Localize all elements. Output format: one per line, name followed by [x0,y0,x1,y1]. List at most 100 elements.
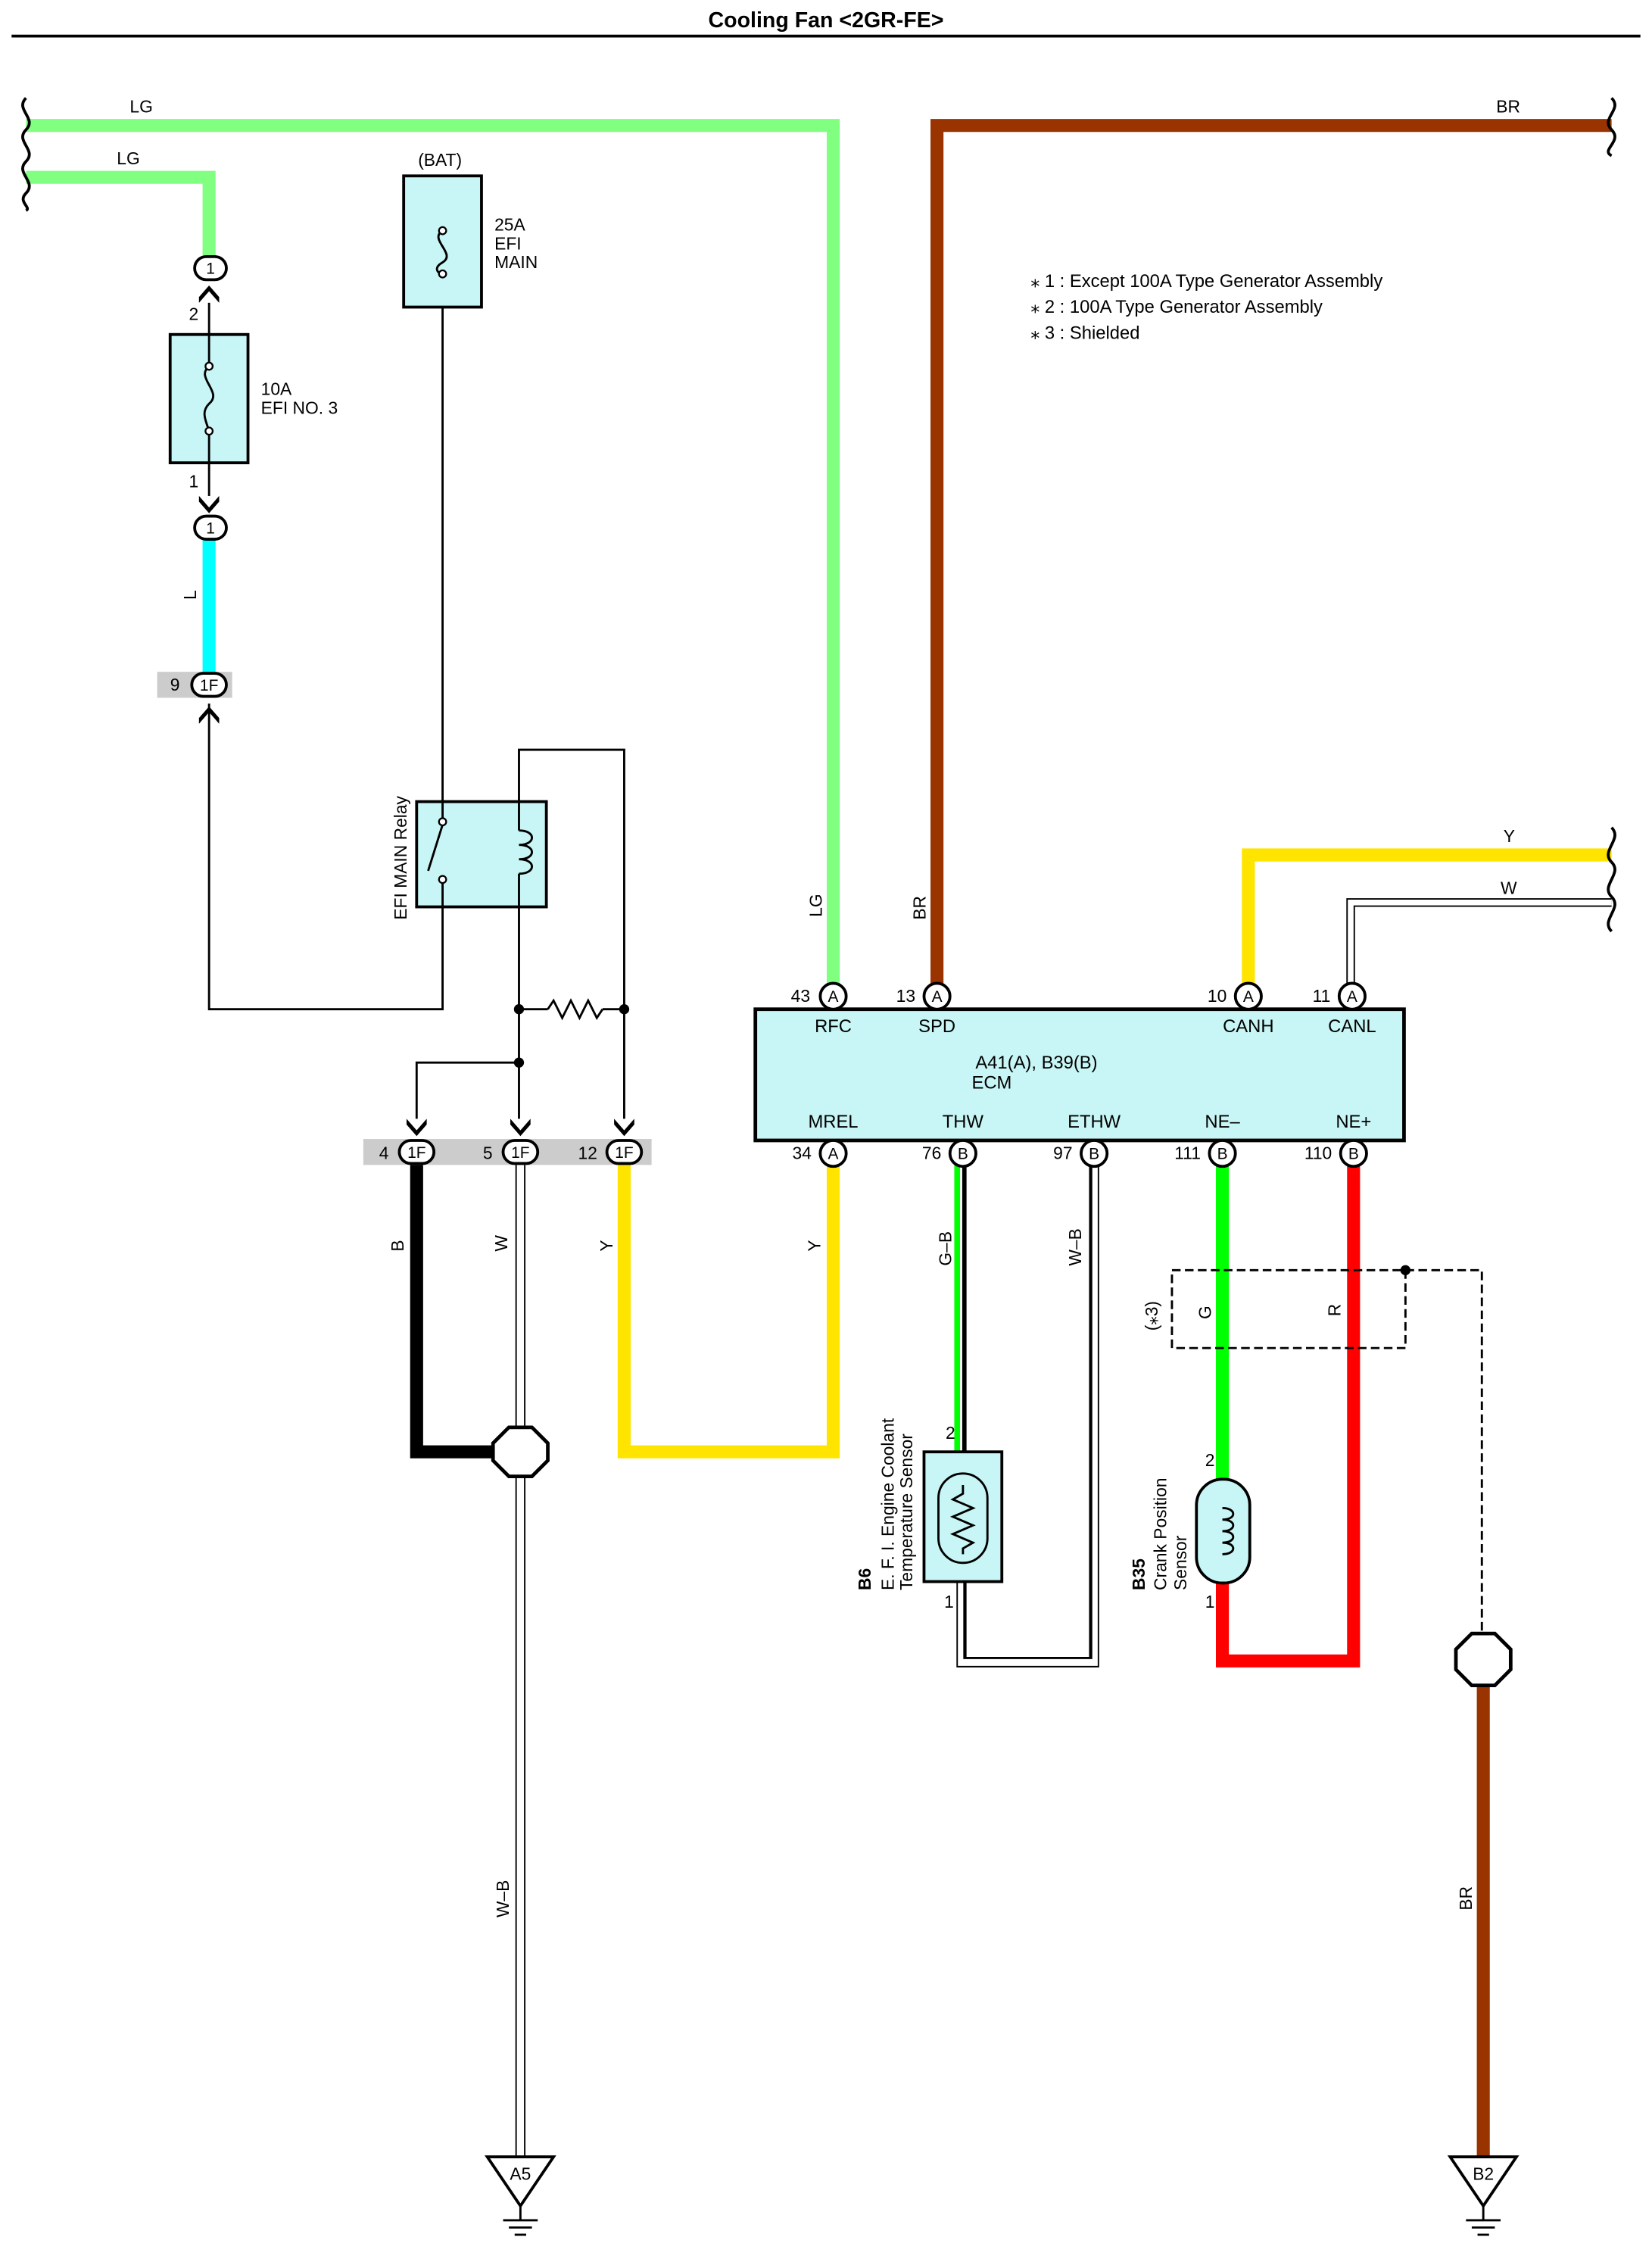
ecm-pin-thw-label: THW [943,1112,984,1132]
ecm-pin-mrel: MREL 34 A [793,1112,859,1168]
sensor-b6-name-1: E. F. I. Engine Coolant [877,1418,897,1590]
wire-label-w-right: W [1501,878,1517,897]
ecm-pin-canh-conn: A [1243,988,1254,1006]
wire-gb: G–B [936,1165,967,1452]
wire-label-lg-second: LG [117,148,139,168]
ecm-pin-ethw-num: 97 [1053,1143,1072,1163]
ecm-pin-canh-num: 10 [1208,986,1227,1006]
wire-label-b: B [388,1240,407,1251]
sensor-b35-pin-top: 2 [1205,1450,1215,1470]
wire-label-y-lower-left: Y [597,1240,616,1251]
fuse-efi-main: (BAT) 25A EFI MAIN [402,150,538,309]
ecm-pin-rfc: 43 A RFC [791,981,852,1037]
diagram-title: Cooling Fan <2GR-FE> [709,8,944,33]
wire-g-crank: G [1195,1165,1230,1483]
ecm-pin-mrel-num: 34 [793,1143,812,1163]
fuse-efi3-conn-bottom: 1 [206,519,215,537]
fuse-efi-no3: 1 2 10A EFI NO. 3 1 1 [168,254,338,541]
wire-w-lower: W [491,1165,526,1427]
note-3: ⁎ 3 : Shielded [1030,323,1139,343]
junction-dots [513,1004,630,1068]
wire-b-lower: B [388,1165,494,1459]
ground-b2-label: B2 [1473,2164,1494,2184]
sensor-b35: 2 1 B35 Crank Position Sensor [1129,1450,1251,1611]
ecm-pin-thw-conn: B [958,1146,968,1163]
fuse-efi3-pin-top: 2 [189,304,198,324]
conn-1f-pin5-num: 5 [483,1143,493,1163]
wire-label-y-right: Y [1504,826,1515,846]
ground-b2: B2 [1447,2155,1520,2236]
fuse-bat-rating: 25A [494,215,525,235]
ecm-pin-spd-label: SPD [918,1016,955,1037]
fuse-bat-name-1: EFI [494,233,522,253]
ecm-pin-canh: 10 A CANH [1208,981,1274,1037]
wire-label-g: G [1195,1306,1214,1319]
conn-1f-pin12-label: 1F [615,1144,633,1162]
ecm-pin-rfc-num: 43 [791,986,810,1006]
fuse-efi3-conn-top: 1 [206,261,215,278]
sensor-b35-name-2: Sensor [1170,1535,1190,1590]
wire-br-ground: BR [1456,1683,1490,2157]
connector-1f-pin9: 9 1F [157,672,232,724]
efi-main-relay: EFI MAIN Relay [391,795,548,920]
sensor-b35-code: B35 [1129,1558,1149,1590]
break-marks [21,97,1616,933]
wire-lg-rfc: LG LG [26,97,840,985]
shield-box: (⁎3) [1142,1265,1483,1634]
ecm-pin-ne-minus-num: 111 [1174,1143,1201,1163]
wire-r-crank: R [1216,1165,1361,1668]
ground-a5-label: A5 [510,2164,531,2184]
ecm-pin-ne-minus-label: NE– [1205,1112,1240,1132]
ecm-pin-thw-num: 76 [922,1143,941,1163]
bat-label: (BAT) [418,150,462,170]
ecm-pin-mrel-conn: A [828,1146,839,1163]
conn-1f-pin12-num: 12 [578,1143,597,1163]
wire-y-lower: Y Y [597,1165,840,1459]
ecm-pin-ne-minus-conn: B [1217,1146,1228,1163]
junction-connector [491,1425,550,1478]
sensor-b35-pin-bottom: 1 [1205,1592,1215,1611]
relay-name: EFI MAIN Relay [391,795,410,919]
conn-1f-pin9-num: 9 [170,675,180,694]
wire-br-spd: BR BR [909,97,1612,985]
connector-1f-row: 4 1F 5 1F 12 1F [363,1118,652,1165]
wire-w-canl: W [1346,878,1612,985]
fuse-efi3-name: EFI NO. 3 [261,398,338,417]
ecm-pin-ethw: ETHW 97 B [1053,1112,1121,1168]
wire-wb-sensor: W–B [956,1165,1099,1668]
fuse-bat-name-2: MAIN [494,252,538,272]
wire-label-lg-top: LG [129,97,152,117]
ecm-pin-canl: 11 A CANL [1313,981,1376,1037]
sensor-b6-name-2: Temperature Sensor [896,1434,916,1590]
ecm-unit: A41(A), B39(B) ECM 43 A RFC 13 A SPD 10 … [753,981,1406,1168]
ecm-name: ECM [972,1072,1012,1093]
sensor-b6-pin-bottom: 1 [944,1592,954,1611]
ecm-pin-canl-label: CANL [1328,1016,1376,1037]
wire-y-canh: Y [1242,826,1612,985]
wire-label-wb-sensor: W–B [1065,1228,1085,1265]
wire-label-w-lower: W [491,1235,511,1252]
shield-ground-connector [1454,1631,1513,1688]
fuse-efi3-pin-bottom: 1 [189,472,198,491]
wire-label-r: R [1325,1304,1345,1317]
wire-label-br-ecm: BR [909,896,929,920]
ecm-pin-ne-plus-conn: B [1348,1146,1359,1163]
ecm-pin-canl-conn: A [1347,988,1357,1006]
ecm-pin-canl-num: 11 [1313,986,1331,1006]
wire-label-y-lower-right: Y [804,1240,824,1251]
ecm-code: A41(A), B39(B) [975,1053,1097,1073]
ecm-pin-ne-plus: NE+ 110 B [1304,1112,1371,1168]
ecm-pin-spd: 13 A SPD [896,981,955,1037]
wire-label-br-top: BR [1496,97,1520,117]
ecm-pin-spd-conn: A [932,988,943,1006]
sensor-b6-pin-top: 2 [946,1423,955,1443]
conn-1f-pin5-label: 1F [511,1144,529,1162]
ecm-pin-rfc-conn: A [828,988,839,1006]
ecm-pin-ethw-conn: B [1089,1146,1099,1163]
shield-label: (⁎3) [1142,1301,1161,1331]
ecm-pin-thw: THW 76 B [922,1112,984,1168]
note-2: ⁎ 2 : 100A Type Generator Assembly [1030,297,1323,317]
wire-label-gb: G–B [936,1231,955,1266]
